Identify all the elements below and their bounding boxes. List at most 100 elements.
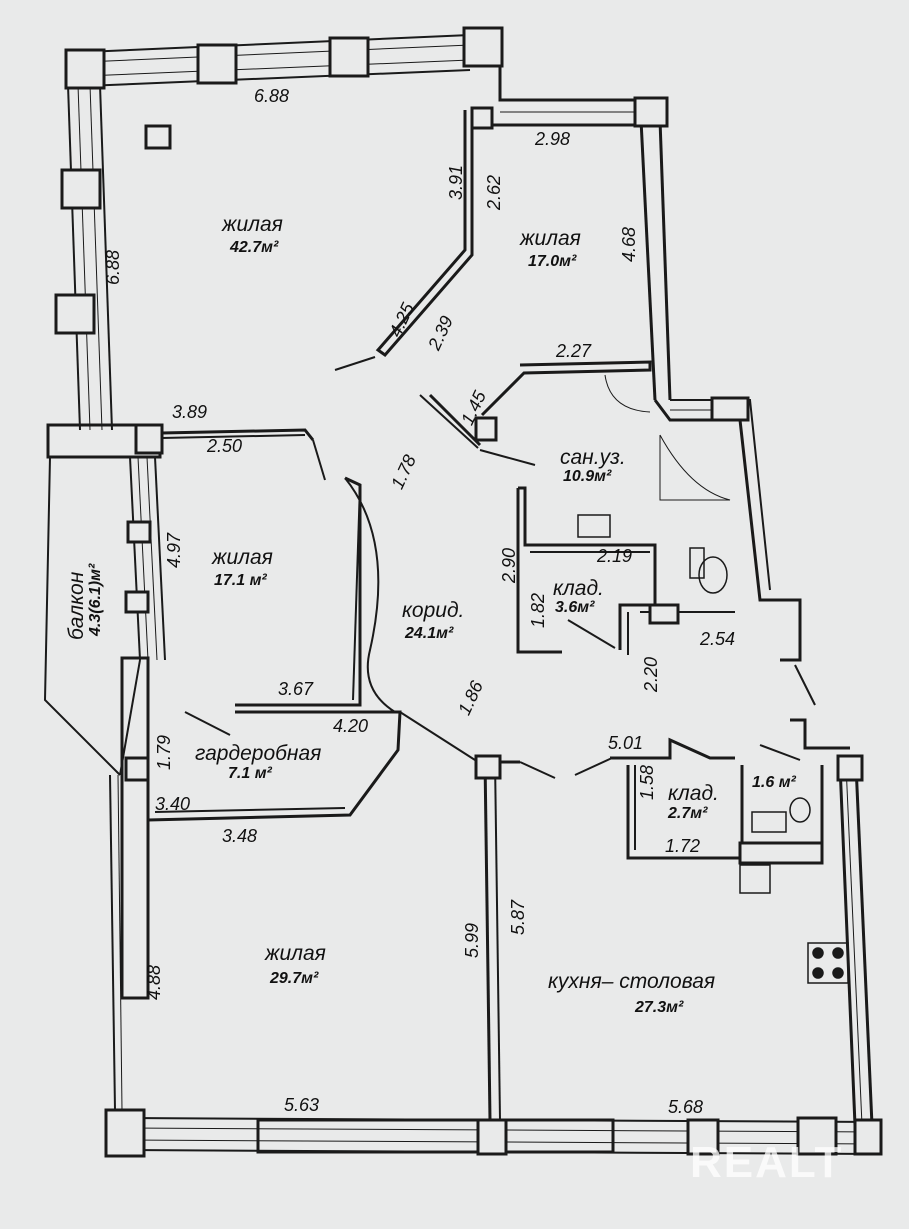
column-11 (134, 423, 164, 455)
dim-top-room1: 6.88 (254, 86, 290, 106)
room-area-living-3: 17.1 м² (214, 572, 267, 589)
wall-kitchen-left (483, 759, 492, 1121)
column-12 (126, 520, 152, 544)
wall-bathroom-top (480, 360, 652, 417)
room-name-storage-1: клад. (553, 577, 604, 600)
room-area-living-4: 29.7м² (270, 970, 319, 987)
corridor-arc (344, 477, 396, 713)
column-19 (836, 754, 864, 782)
room-name-corridor: корид. (402, 599, 465, 622)
column-14 (124, 756, 150, 782)
dim-storage2-left: 1.58 (637, 764, 657, 800)
room-area-storage-1: 3.6м² (555, 599, 595, 616)
room-name-bathroom: сан.уз. (560, 446, 626, 469)
column-17 (648, 603, 680, 625)
toilet-tank-icon (689, 547, 705, 579)
column-2 (64, 48, 106, 90)
watermark-logo: REALT (690, 1138, 844, 1187)
column-8 (144, 124, 172, 150)
room-area-living-2: 17.0м² (528, 253, 577, 270)
column-20 (738, 841, 824, 865)
column-13 (124, 590, 150, 614)
balcony-outline (43, 456, 121, 776)
dim-storage1-right: 2.20 (641, 656, 661, 692)
dim-room4-left: 4.88 (144, 964, 164, 1000)
stove-icon (807, 942, 849, 984)
column-3 (196, 43, 238, 85)
wall-wardrobe (147, 710, 402, 822)
dim-room3-bottom: 3.67 (278, 679, 314, 699)
dim-room3-left: 4.97 (164, 532, 184, 568)
room-area-kitchen: 27.3м² (635, 999, 684, 1016)
column-16 (710, 396, 750, 422)
dim-wardrobe-left: 1.79 (154, 734, 174, 770)
room-area-wardrobe: 7.1 м² (228, 765, 272, 782)
column-9 (60, 168, 102, 210)
room-area-wc: 1.6 м² (752, 774, 796, 791)
column-5 (462, 26, 504, 68)
shower-corner (659, 434, 731, 501)
toilet-icon (698, 556, 728, 594)
column-25 (686, 1118, 720, 1156)
wall-bathroom-right (653, 399, 802, 662)
window-wall-room3 (129, 456, 141, 661)
room-area-living-1: 42.7м² (230, 239, 279, 256)
column-15 (474, 416, 498, 442)
dim-bathroom-bottom: 2.54 (700, 629, 736, 649)
dim-wardrobe-bottom-inner: 3.40 (155, 794, 191, 814)
room-name-living-2: жилая (520, 227, 581, 250)
wall-right-upper (638, 99, 657, 401)
dim-kitchen-left-inner: 5.87 (508, 899, 528, 935)
door-swing-bathroom (604, 374, 651, 413)
dim-left-room1: 6.88 (103, 249, 123, 285)
dim-wardrobe-bottom-outer: 3.48 (222, 826, 258, 846)
dim-partition-upper-b: 2.62 (484, 174, 504, 210)
column-6 (633, 96, 669, 128)
dim-storage1-top: 2.19 (597, 546, 633, 566)
dim-room2-right: 4.68 (619, 226, 639, 262)
column-23 (796, 1116, 838, 1156)
room-name-storage-2: клад. (668, 782, 719, 805)
dim-storage1-left-outer: 2.90 (499, 547, 519, 583)
room-name-living-3: жилая (212, 546, 273, 569)
dim-kitchen-top: 5.01 (608, 733, 644, 753)
wall-bottom-solid (256, 1118, 615, 1154)
dim-wardrobe-top: 4.20 (333, 716, 369, 736)
room-name-living-1: жилая (222, 213, 283, 236)
dim-bottom-kitchen: 5.68 (668, 1097, 704, 1117)
sink-icon (577, 514, 611, 538)
room-name-living-4: жилая (265, 942, 326, 965)
wall-storage1 (518, 486, 657, 650)
room-area-corridor: 24.1м² (405, 625, 454, 642)
bath-icon (751, 811, 787, 833)
column-18 (474, 754, 502, 780)
wall-room3-top (161, 428, 315, 441)
window-wall-room4 (109, 774, 116, 1111)
room-area-bathroom: 10.9м² (563, 468, 612, 485)
kitchen-sink-icon (739, 864, 771, 894)
dim-storage2-bottom: 1.72 (665, 836, 701, 856)
wall-storage2 (610, 737, 735, 760)
column-4 (328, 36, 370, 78)
window-wall-top (84, 34, 471, 53)
dim-kitchen-left-outer: 5.99 (462, 922, 482, 958)
dim-bathroom-top: 2.27 (556, 341, 592, 361)
balcony-label: балкон (65, 571, 88, 640)
wall-partition-angled (375, 110, 474, 358)
dim-room3-top-inner: 2.50 (207, 436, 243, 456)
dim-storage1-left-inner: 1.82 (528, 592, 548, 628)
column-24 (853, 1118, 883, 1156)
room-name-kitchen: кухня– столовая (548, 970, 716, 993)
dim-partition-upper-a: 3.91 (446, 164, 466, 200)
window-wall-left (67, 84, 81, 431)
room-area-storage-2: 2.7м² (668, 805, 708, 822)
dim-room3-top-outer: 3.89 (172, 402, 208, 422)
dim-top-room2: 2.98 (535, 129, 571, 149)
wall-left-lower (120, 656, 150, 1000)
dim-bottom-room4: 5.63 (284, 1095, 320, 1115)
wall-corridor-curve-left (235, 476, 362, 707)
room-name-balcony: балкон (65, 571, 88, 640)
